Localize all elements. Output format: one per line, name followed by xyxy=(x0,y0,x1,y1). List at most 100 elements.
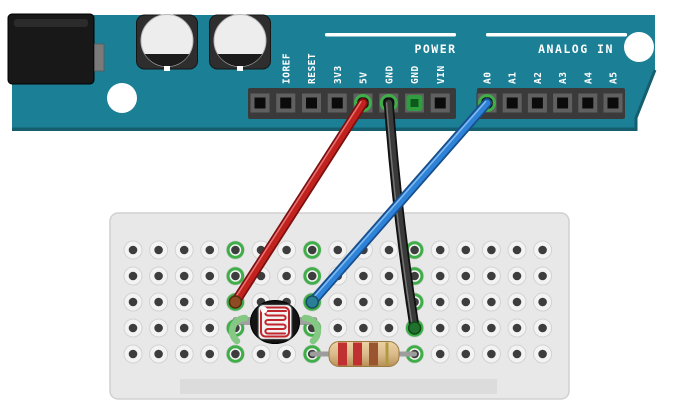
bb-hole-r2c7[interactable] xyxy=(277,266,297,286)
bb-connected-ring-r1c5 xyxy=(226,241,245,259)
pin-label-ioref: IOREF xyxy=(281,53,292,84)
bb-hole-r3c13[interactable] xyxy=(430,292,450,312)
bb-hole-r1c15[interactable] xyxy=(481,240,501,260)
bb-hole-r1c16[interactable] xyxy=(507,240,527,260)
bb-hole-r3c2[interactable] xyxy=(149,292,169,312)
red-wire-tip xyxy=(228,295,243,309)
bb-connected-ring-r1c8 xyxy=(303,241,322,259)
bb-hole-r2c10[interactable] xyxy=(353,266,373,286)
pin-label-a3: A3 xyxy=(558,72,569,84)
bb-hole-r4c3[interactable] xyxy=(174,318,194,338)
bb-hole-r5c7[interactable] xyxy=(277,344,297,364)
photoresistor[interactable] xyxy=(228,300,322,345)
bb-hole-r5c17[interactable] xyxy=(533,344,553,364)
power-section-label: POWER xyxy=(414,42,456,56)
pin-label-vin: VIN xyxy=(436,65,447,84)
bb-hole-r3c9[interactable] xyxy=(328,292,348,312)
capacitor-1 xyxy=(136,14,198,71)
bb-hole-r2c17[interactable] xyxy=(533,266,553,286)
analog-pin-a4[interactable] xyxy=(577,92,599,114)
bb-hole-r4c15[interactable] xyxy=(481,318,501,338)
red-wire[interactable] xyxy=(230,98,368,307)
bb-hole-r1c9[interactable] xyxy=(328,240,348,260)
bb-hole-r2c14[interactable] xyxy=(456,266,476,286)
pin-label-a0: A0 xyxy=(483,72,494,84)
resistor-band-2 xyxy=(353,342,362,366)
power-pin-vin[interactable] xyxy=(429,92,451,114)
bb-hole-r4c13[interactable] xyxy=(430,318,450,338)
bb-hole-r4c10[interactable] xyxy=(353,318,373,338)
bb-hole-r1c3[interactable] xyxy=(174,240,194,260)
power-pin-ioref[interactable] xyxy=(275,92,297,114)
bb-hole-r2c11[interactable] xyxy=(379,266,399,286)
resistor-band-1 xyxy=(338,342,347,366)
bb-hole-r5c6[interactable] xyxy=(251,344,271,364)
bb-hole-r3c16[interactable] xyxy=(507,292,527,312)
bb-hole-r5c4[interactable] xyxy=(200,344,220,364)
breadboard-center-channel xyxy=(180,379,497,394)
bb-hole-r1c4[interactable] xyxy=(200,240,220,260)
capacitor-2 xyxy=(209,14,271,71)
bb-hole-r4c1[interactable] xyxy=(123,318,143,338)
bb-hole-r3c11[interactable] xyxy=(379,292,399,312)
bb-hole-r5c1[interactable] xyxy=(123,344,143,364)
bb-hole-r4c11[interactable] xyxy=(379,318,399,338)
bb-hole-r1c13[interactable] xyxy=(430,240,450,260)
bb-hole-r1c7[interactable] xyxy=(277,240,297,260)
bb-hole-r3c17[interactable] xyxy=(533,292,553,312)
bb-hole-r1c1[interactable] xyxy=(123,240,143,260)
bb-hole-r4c9[interactable] xyxy=(328,318,348,338)
pin-label-gnd: GND xyxy=(410,65,421,84)
bb-hole-r5c14[interactable] xyxy=(456,344,476,364)
bb-hole-r2c4[interactable] xyxy=(200,266,220,286)
power-pin-3v3[interactable] xyxy=(326,92,348,114)
bb-hole-r2c1[interactable] xyxy=(123,266,143,286)
bb-hole-r1c2[interactable] xyxy=(149,240,169,260)
bb-hole-r2c13[interactable] xyxy=(430,266,450,286)
pin-label-3v3: 3V3 xyxy=(333,65,344,84)
power-pin-nc[interactable] xyxy=(249,92,271,114)
pcb-bottom-shade xyxy=(12,127,636,131)
bb-hole-r4c14[interactable] xyxy=(456,318,476,338)
black-wire[interactable] xyxy=(383,98,420,333)
bb-hole-r5c2[interactable] xyxy=(149,344,169,364)
breadboard[interactable] xyxy=(109,212,570,400)
bb-hole-r3c1[interactable] xyxy=(123,292,143,312)
bb-hole-r1c17[interactable] xyxy=(533,240,553,260)
bb-connected-ring-r2c5 xyxy=(226,267,245,285)
bb-hole-r4c2[interactable] xyxy=(149,318,169,338)
bb-hole-r1c14[interactable] xyxy=(456,240,476,260)
bb-hole-r3c15[interactable] xyxy=(481,292,501,312)
analog-pin-a2[interactable] xyxy=(526,92,548,114)
bb-hole-r4c17[interactable] xyxy=(533,318,553,338)
bb-hole-r4c4[interactable] xyxy=(200,318,220,338)
bb-hole-r5c15[interactable] xyxy=(481,344,501,364)
bb-hole-r3c10[interactable] xyxy=(353,292,373,312)
pin-glow-gnd2 xyxy=(406,95,423,111)
blue-wire[interactable] xyxy=(307,98,492,307)
photoresistor-left-leg xyxy=(228,314,249,345)
bb-hole-r2c2[interactable] xyxy=(149,266,169,286)
bb-hole-r3c4[interactable] xyxy=(200,292,220,312)
power-pin-reset[interactable] xyxy=(301,92,322,114)
bb-hole-r5c16[interactable] xyxy=(507,344,527,364)
bb-hole-r2c3[interactable] xyxy=(174,266,194,286)
analog-pin-a1[interactable] xyxy=(501,92,523,114)
black-wire-tip xyxy=(407,321,422,335)
photoresistor-pattern-border xyxy=(260,306,290,338)
bb-hole-r5c13[interactable] xyxy=(430,344,450,364)
pin-label-5v: 5V xyxy=(359,72,370,84)
bb-hole-r2c15[interactable] xyxy=(481,266,501,286)
resistor[interactable] xyxy=(309,341,418,367)
pin-label-reset: RESET xyxy=(307,53,318,84)
bb-hole-r5c3[interactable] xyxy=(174,344,194,364)
analog-pin-a5[interactable] xyxy=(602,92,624,114)
bb-hole-r1c11[interactable] xyxy=(379,240,399,260)
analog-pin-a3[interactable] xyxy=(552,92,574,114)
mounting-hole-right xyxy=(624,32,654,62)
bb-hole-r3c14[interactable] xyxy=(456,292,476,312)
bb-hole-r3c3[interactable] xyxy=(174,292,194,312)
bb-hole-r2c16[interactable] xyxy=(507,266,527,286)
bb-hole-r4c16[interactable] xyxy=(507,318,527,338)
